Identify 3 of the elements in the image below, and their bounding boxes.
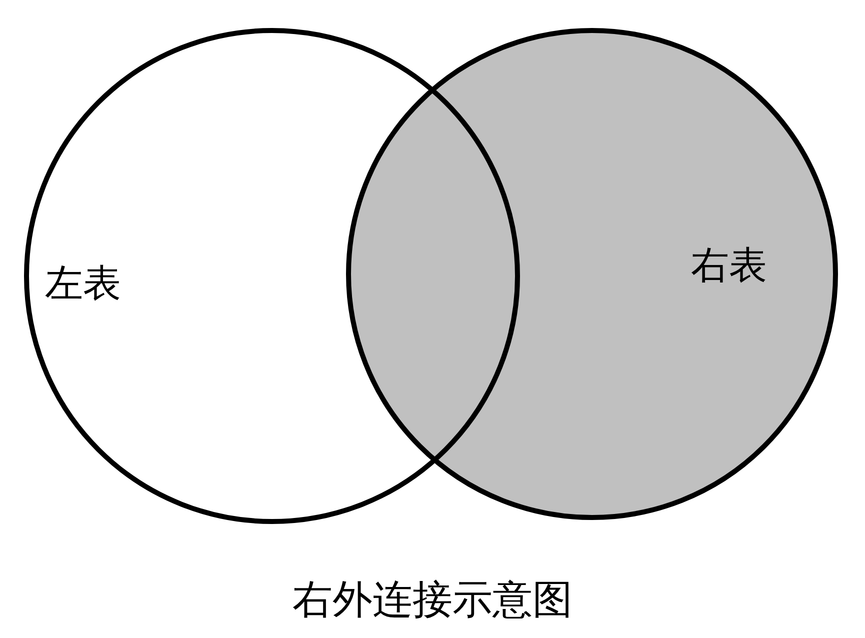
- caption: 右外连接示意图: [292, 580, 574, 620]
- set-label: 右表: [691, 247, 767, 285]
- set-label: 左表: [45, 265, 121, 303]
